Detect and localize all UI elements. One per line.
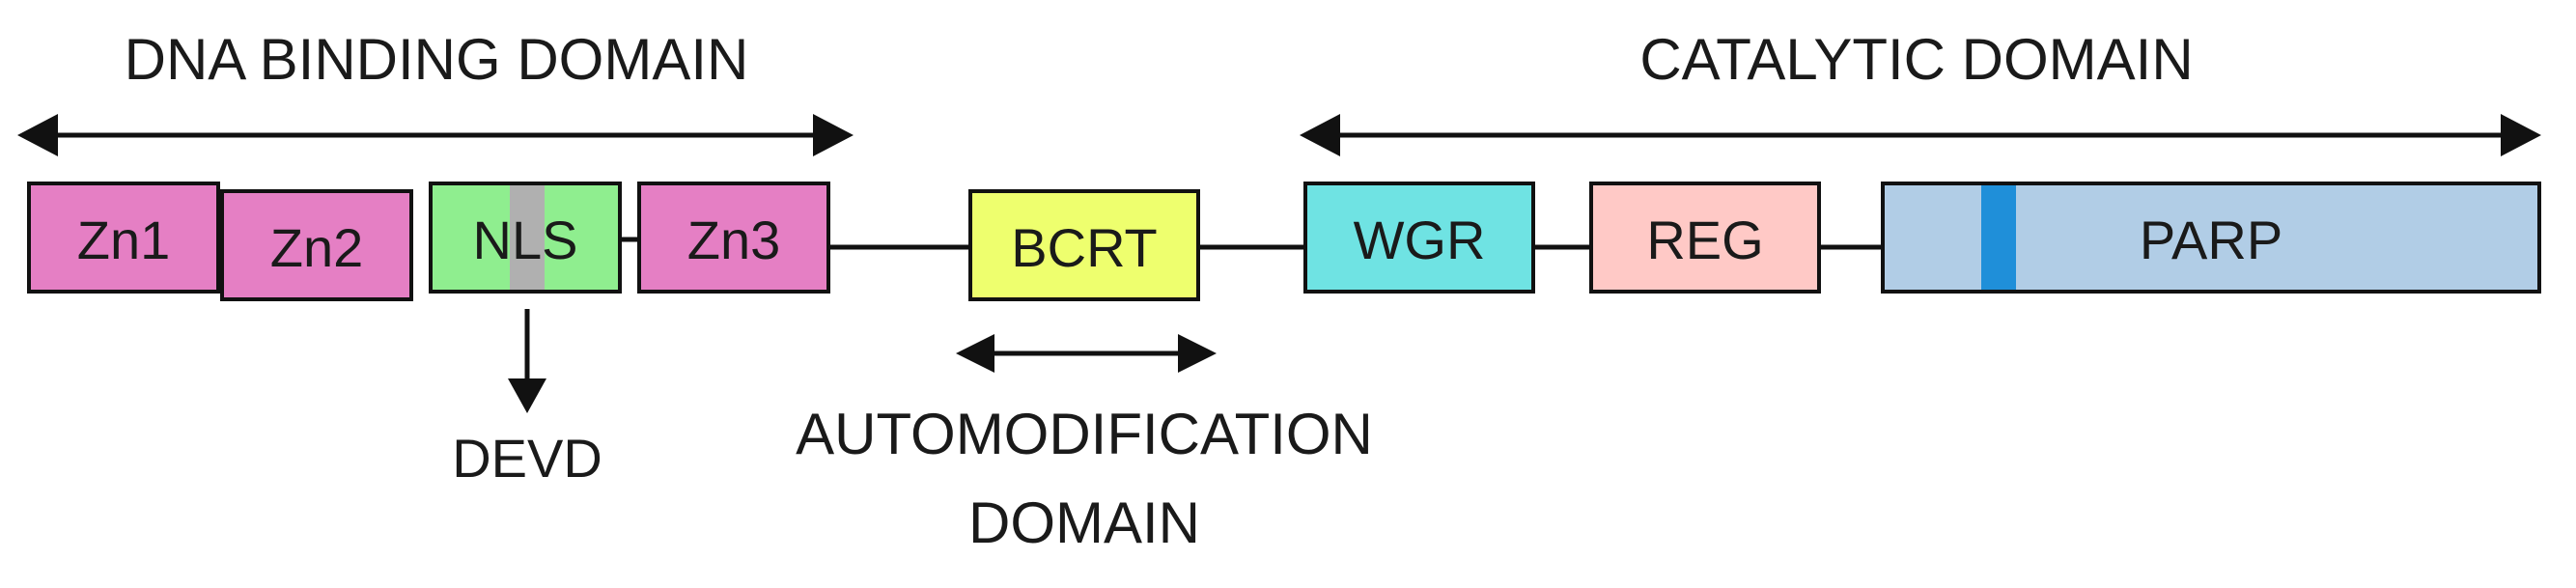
zn1-label: Zn1	[77, 210, 171, 270]
reg-label: REG	[1646, 210, 1763, 270]
dna-binding-domain-arrow	[17, 114, 854, 156]
automodification-domain-label-line2: DOMAIN	[968, 490, 1200, 555]
zn3-label: Zn3	[687, 210, 781, 270]
devd-cleavage-site-marker	[510, 185, 545, 290]
wgr-box: WGR	[1303, 182, 1535, 294]
automodification-domain-label-line1: AUTOMODIFICATION	[796, 402, 1373, 466]
nls-box: NLS	[429, 182, 622, 294]
parp-box: PARP	[1881, 182, 2541, 294]
wgr-rect	[1303, 182, 1535, 294]
zn2-rect	[220, 189, 413, 301]
catalytic-domain-label: CATALYTIC DOMAIN	[1639, 27, 2193, 92]
bcrt-label: BCRT	[1011, 217, 1157, 278]
parp-label: PARP	[2140, 210, 2282, 270]
wgr-label: WGR	[1354, 210, 1486, 270]
catalytic-domain-arrow	[1300, 114, 2541, 156]
dna-binding-domain-label: DNA BINDING DOMAIN	[125, 27, 749, 92]
zn1-box: Zn1	[27, 182, 220, 294]
zn2-box: Zn2	[220, 189, 413, 301]
nls-label: NLS	[473, 210, 578, 270]
bcrt-rect	[968, 189, 1200, 301]
reg-rect	[1589, 182, 1821, 294]
bcrt-box: BCRT	[968, 189, 1200, 301]
zn1-rect	[27, 182, 220, 294]
zn2-label: Zn2	[270, 217, 364, 278]
automodification-domain-arrow	[956, 334, 1217, 373]
reg-box: REG	[1589, 182, 1821, 294]
zn3-box: Zn3	[637, 182, 830, 294]
devd-pointer-arrow	[508, 309, 546, 413]
parp-signature-stripe	[1981, 185, 2016, 290]
devd-label: DEVD	[452, 428, 602, 489]
zn3-rect	[637, 182, 830, 294]
